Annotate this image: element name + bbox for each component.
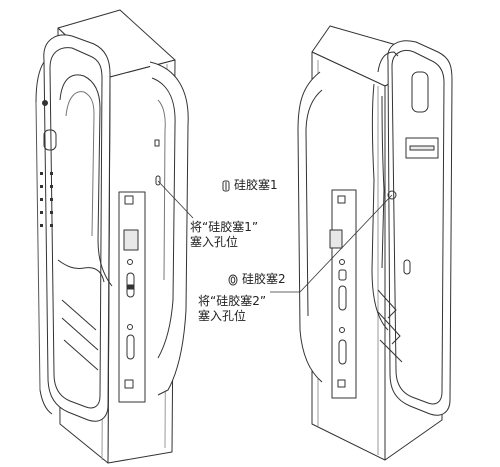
leader-line-1 xyxy=(157,180,194,219)
right-back-body xyxy=(371,40,453,416)
plug2-name: 硅胶塞2 xyxy=(242,272,286,286)
keypad xyxy=(40,172,53,227)
plug2-instruction-line1: 将“硅胶塞2” xyxy=(198,294,267,308)
left-plug-hole-1 xyxy=(154,139,160,147)
plug1-instruction-line1: 将“硅胶塞1” xyxy=(190,220,259,234)
indicator-light xyxy=(42,100,48,106)
silicone-plug-2-icon xyxy=(228,274,238,285)
left-lock-faceplate xyxy=(118,191,146,403)
left-front-body xyxy=(35,34,113,422)
right-plug-hole xyxy=(387,190,397,200)
plug1-name: 硅胶塞1 xyxy=(234,178,278,192)
right-front-handle xyxy=(297,71,323,383)
callout-leader-lines xyxy=(157,180,393,293)
thumb-turn-knob xyxy=(403,259,411,275)
plug2-legend: 硅胶塞2 xyxy=(228,272,286,287)
silicone-plug-1-icon xyxy=(222,180,230,191)
plug1-instruction: 将“硅胶塞1” 塞入孔位 xyxy=(190,220,258,250)
right-lock-assembly xyxy=(297,25,453,461)
right-lock-faceplate xyxy=(329,189,357,399)
plug2-instruction-line2: 塞入孔位 xyxy=(198,309,247,323)
leader-line-2 xyxy=(299,194,393,293)
plug1-legend: 硅胶塞1 xyxy=(222,178,278,193)
plug1-instruction-line2: 塞入孔位 xyxy=(190,235,239,249)
left-lock-assembly xyxy=(35,9,189,464)
fingerprint-sensor xyxy=(43,129,57,151)
left-plug-hole-2 xyxy=(155,175,161,186)
plug2-instruction: 将“硅胶塞2” 塞入孔位 xyxy=(198,294,266,324)
left-back-handle xyxy=(149,61,189,396)
